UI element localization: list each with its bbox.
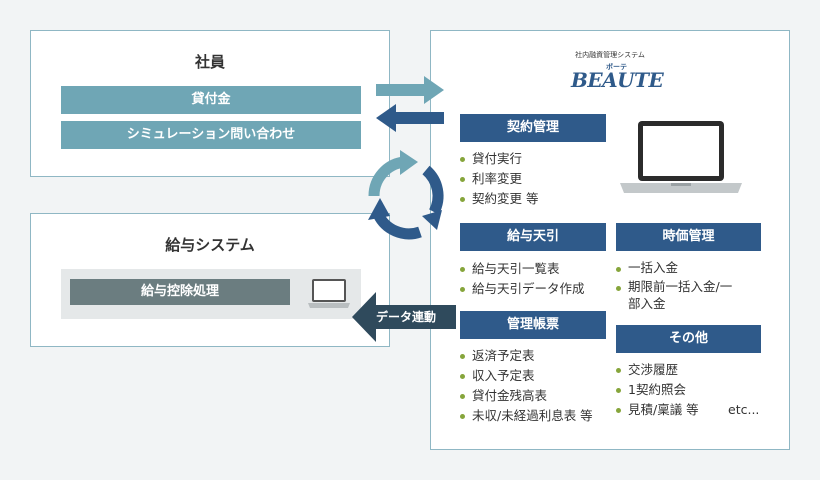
payroll-laptop-icon — [308, 279, 350, 308]
left-arrow-icon — [352, 292, 456, 342]
loan-item: 貸付金 — [61, 86, 361, 114]
list-item: 利率変更 — [460, 169, 538, 189]
other-list: 交渉履歴 1契約照会 見積/稟議 等 — [616, 360, 699, 420]
loan-system-panel: 社内融資管理システム ボーテ BEAUTE 契約管理 貸付実行 利率変更 契約変… — [430, 30, 790, 450]
right-arrow-icon — [376, 76, 444, 104]
payroll-panel: 給与システム 給与控除処理 — [30, 213, 390, 347]
data-link-arrow: データ連動 — [352, 292, 456, 342]
etc-label: etc... — [728, 402, 760, 417]
market-value-list: 一括入金 期限前一括入金/一部入金 — [616, 259, 744, 312]
left-arrow-icon — [376, 104, 444, 132]
logo-text: BEAUTE — [571, 68, 664, 92]
report-list: 返済予定表 収入予定表 貸付金残高表 未収/未経過利息表 等 — [460, 346, 593, 426]
employee-title: 社員 — [194, 53, 225, 71]
salary-deduction-header: 給与天引 — [460, 223, 606, 251]
list-item: 未収/未経過利息表 等 — [460, 406, 593, 426]
list-item: 給与天引一覧表 — [460, 259, 585, 279]
list-item: 契約変更 等 — [460, 189, 538, 209]
laptop-icon — [620, 121, 742, 193]
exchange-arrows — [376, 76, 444, 132]
list-item: 貸付金残高表 — [460, 386, 593, 406]
contract-list: 貸付実行 利率変更 契約変更 等 — [460, 149, 538, 209]
other-header: その他 — [616, 325, 761, 353]
payroll-title: 給与システム — [165, 236, 255, 254]
market-value-header: 時価管理 — [616, 223, 761, 251]
list-item: 1契約照会 — [616, 380, 699, 400]
list-item: 返済予定表 — [460, 346, 593, 366]
employee-panel: 社員 貸付金 シミュレーション問い合わせ — [30, 30, 390, 177]
beaute-logo: ボーテ BEAUTE — [571, 62, 664, 92]
system-subtitle: 社内融資管理システム — [575, 51, 645, 59]
list-item: 交渉履歴 — [616, 360, 699, 380]
list-item: 給与天引データ作成 — [460, 279, 585, 299]
list-item: 収入予定表 — [460, 366, 593, 386]
list-item: 一括入金 — [616, 259, 744, 276]
list-item: 期限前一括入金/一部入金 — [616, 278, 744, 312]
report-header: 管理帳票 — [460, 311, 606, 339]
simulation-inquiry-item: シミュレーション問い合わせ — [61, 121, 361, 149]
salary-deduction-list: 給与天引一覧表 給与天引データ作成 — [460, 259, 585, 299]
list-item: 見積/稟議 等 — [616, 400, 699, 420]
cycle-arrows-icon — [368, 150, 444, 240]
list-item: 貸付実行 — [460, 149, 538, 169]
logo-ruby: ボーテ — [606, 63, 627, 71]
contract-header: 契約管理 — [460, 114, 606, 142]
payroll-deduction-item: 給与控除処理 — [70, 279, 290, 305]
data-link-label: データ連動 — [376, 310, 437, 324]
